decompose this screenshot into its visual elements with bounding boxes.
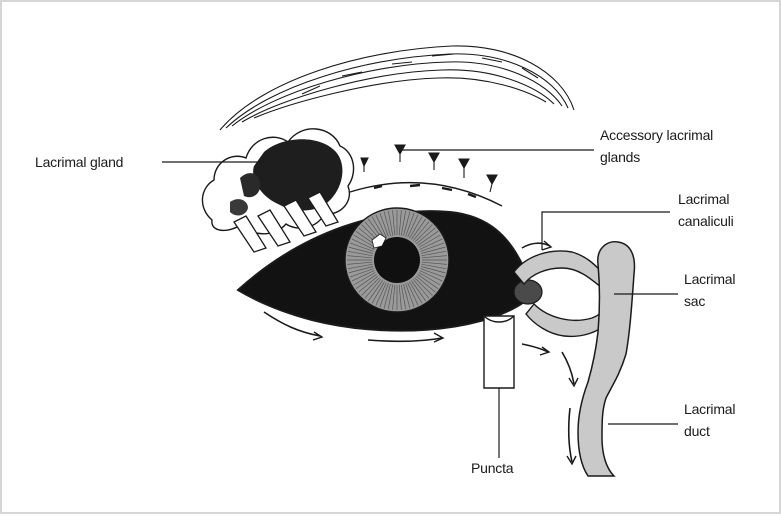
label-sac-line1: Lacrimal bbox=[684, 270, 735, 288]
label-sac-line2: sac bbox=[684, 292, 705, 310]
eyebrow bbox=[220, 46, 574, 130]
upper-lid-crease bbox=[350, 183, 502, 206]
label-canaliculi-line1: Lacrimal bbox=[678, 190, 729, 208]
label-lacrimal-gland: Lacrimal gland bbox=[35, 153, 123, 171]
label-accessory-glands-line1: Accessory lacrimal bbox=[600, 126, 713, 144]
label-canaliculi-line2: canaliculi bbox=[678, 212, 734, 230]
label-accessory-glands-line2: glands bbox=[600, 148, 640, 166]
label-duct-line2: duct bbox=[684, 422, 710, 440]
label-duct-line1: Lacrimal bbox=[684, 400, 735, 418]
label-puncta: Puncta bbox=[471, 459, 513, 477]
puncta bbox=[484, 316, 514, 388]
lacrimal-caruncle bbox=[514, 280, 542, 304]
